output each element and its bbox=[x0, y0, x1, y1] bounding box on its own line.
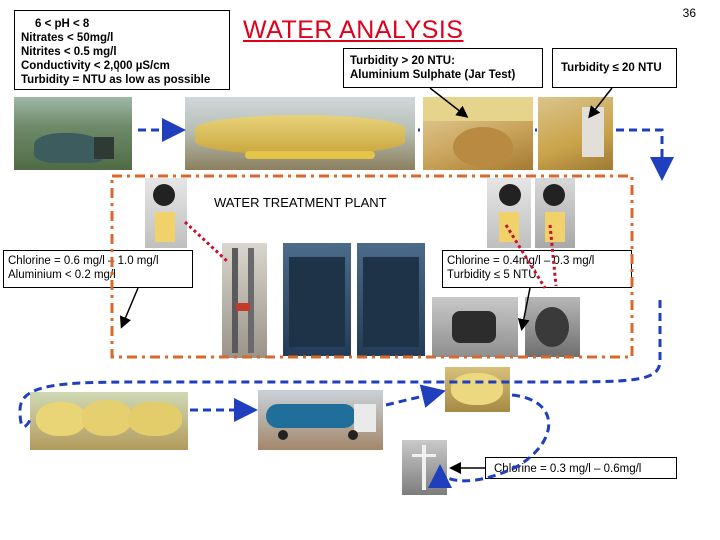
pointer-dosing-left bbox=[183, 220, 230, 264]
chlorine-aluminium-line2: Aluminium < 0.2 mg/l bbox=[8, 269, 116, 281]
conductivity-text: Conductivity < 2,000 µS/cm bbox=[21, 60, 170, 72]
turbidity-low-line1: Turbidity ≤ 20 NTU bbox=[561, 62, 662, 74]
chlorine-tank-photo bbox=[525, 297, 580, 357]
chlorine-tap-box: Chlorine = 0.3 mg/l – 0.6mg/l bbox=[485, 457, 677, 479]
clear-water-photo bbox=[538, 97, 613, 170]
treatment-plant-frame bbox=[110, 174, 634, 359]
bladder-tank-small-photo bbox=[445, 367, 510, 412]
water-truck-photo bbox=[258, 390, 383, 450]
pointer-chlorine-left bbox=[119, 287, 139, 329]
water-treatment-plant-label: WATER TREATMENT PLANT bbox=[214, 195, 387, 210]
filter-pipes-photo bbox=[222, 243, 267, 358]
page-title: WATER ANALYSIS bbox=[243, 16, 464, 44]
storage-tank-photo bbox=[185, 97, 415, 170]
chlorine-aluminium-box: Chlorine = 0.6 mg/l – 1.0 mg/l Aluminium… bbox=[3, 250, 193, 288]
turbidity-high-box: Turbidity > 20 NTU: Aluminium Sulphate (… bbox=[343, 48, 543, 88]
chlorine-turbidity-line1: Chlorine = 0.4mg/l – 0.3 mg/l bbox=[447, 255, 595, 267]
chlorine-turbidity-line2: Turbidity ≤ 5 NTU bbox=[447, 269, 537, 281]
pointer-turbidity-high bbox=[429, 87, 469, 118]
filter-unit-2-photo bbox=[357, 243, 425, 356]
source-water-parameters-box: 6 < pH < 8 Nitrates < 50mg/l Nitrites < … bbox=[14, 10, 230, 90]
nitrates-text: Nitrates < 50mg/l bbox=[21, 32, 114, 44]
turbidity-text: Turbidity = NTU as low as possible bbox=[21, 74, 211, 86]
flow-arrow-to-plant bbox=[616, 128, 674, 181]
chlorine-aluminium-line1: Chlorine = 0.6 mg/l – 1.0 mg/l bbox=[8, 255, 159, 267]
dosing-pump-left-photo bbox=[145, 178, 187, 248]
chlorine-turbidity-box: Chlorine = 0.4mg/l – 0.3 mg/l Turbidity … bbox=[442, 250, 632, 288]
turbidity-high-line2: Aluminium Sulphate (Jar Test) bbox=[350, 69, 516, 81]
pointer-dosing-right-2 bbox=[548, 224, 558, 287]
turbidity-high-line1: Turbidity > 20 NTU: bbox=[350, 55, 455, 67]
chlorine-tap-line1: Chlorine = 0.3 mg/l – 0.6mg/l bbox=[494, 463, 642, 475]
bladder-tanks-photo bbox=[30, 392, 188, 450]
flow-arrow-truck-to-tank bbox=[385, 384, 446, 408]
pointer-turbidity-low bbox=[588, 87, 613, 119]
pointer-dosing-right-1 bbox=[504, 224, 547, 289]
nitrites-text: Nitrites < 0.5 mg/l bbox=[21, 46, 117, 58]
water-source-photo bbox=[14, 97, 132, 170]
dosing-pump-far-right-photo bbox=[535, 178, 575, 248]
ph-range-text: 6 < pH < 8 bbox=[35, 18, 90, 30]
flow-arrow-tank-to-tap bbox=[428, 393, 551, 489]
pump-motor-photo bbox=[432, 297, 518, 357]
jar-test-photo bbox=[423, 97, 533, 170]
pointer-chlorine-right bbox=[517, 287, 531, 331]
dosing-pump-right-photo bbox=[487, 178, 531, 248]
flow-arrow-plant-to-storage bbox=[18, 300, 662, 428]
filter-unit-1-photo bbox=[283, 243, 351, 356]
page-number: 36 bbox=[682, 6, 696, 20]
turbidity-low-box: Turbidity ≤ 20 NTU bbox=[552, 48, 677, 88]
